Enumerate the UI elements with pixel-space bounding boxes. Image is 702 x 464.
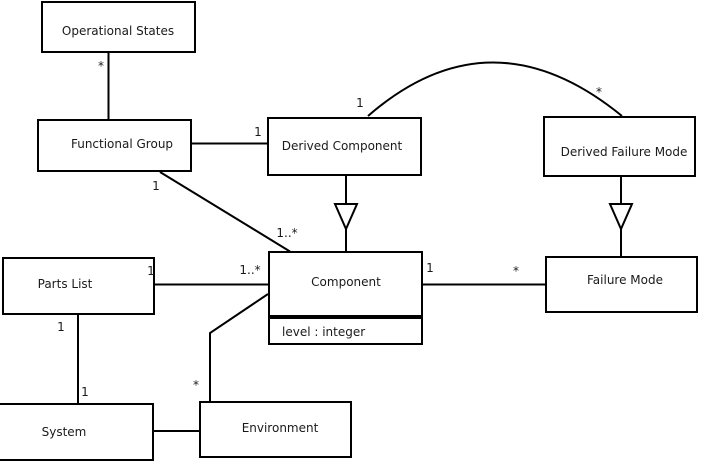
multiplicity-failure-mode-end: * [513,264,519,278]
class-name-derived-failure-mode: Derived Failure Mode [560,145,688,159]
generalization-triangle-icon [333,203,359,232]
class-name-parts-list: Parts List [37,277,93,291]
class-name-system: System [41,425,87,439]
class-box-system [0,403,154,461]
multiplicity-arc-dc-end: 1 [356,96,364,110]
multiplicity-derived-component-end: 1 [254,125,262,139]
class-name-functional-group: Functional Group [70,137,174,151]
class-box-parts-list [2,257,155,315]
association-environment-component [209,293,269,401]
class-box-derived-component [267,117,422,176]
multiplicity-pl-component-end: 1..* [239,263,261,277]
multiplicity-system-end: 1 [81,385,89,399]
multiplicity-os-end: * [98,59,104,73]
class-box-operational-states [41,1,196,53]
generalization-triangle-icon [608,203,634,232]
multiplicity-fg-end: 1 [152,179,160,193]
class-name-operational-states: Operational States [61,24,175,38]
class-box-component-name-compartment [268,251,423,317]
multiplicity-arc-dfm-end: * [596,85,602,99]
class-attribute-level-integer: level : integer [282,325,366,339]
class-name-derived-component: Derived Component [281,139,403,153]
multiplicity-environment-end: * [193,378,199,392]
class-box-component-attribute-compartment [268,317,423,345]
association-functional-group-component [159,171,291,253]
multiplicity-pl-bottom-end: 1 [57,320,65,334]
multiplicity-parts-list-end: 1 [147,264,155,278]
class-box-environment [199,401,352,458]
class-name-component: Component [311,275,381,289]
class-name-failure-mode: Failure Mode [587,273,663,287]
class-box-failure-mode [545,256,698,313]
multiplicity-component-end: 1 [426,261,434,275]
association-arc-derived-component-derived-failure-mode [367,61,623,117]
class-box-functional-group [37,119,192,172]
class-name-environment: Environment [241,421,319,435]
class-box-derived-failure-mode [543,116,696,177]
multiplicity-fg-component-end: 1..* [276,226,298,240]
